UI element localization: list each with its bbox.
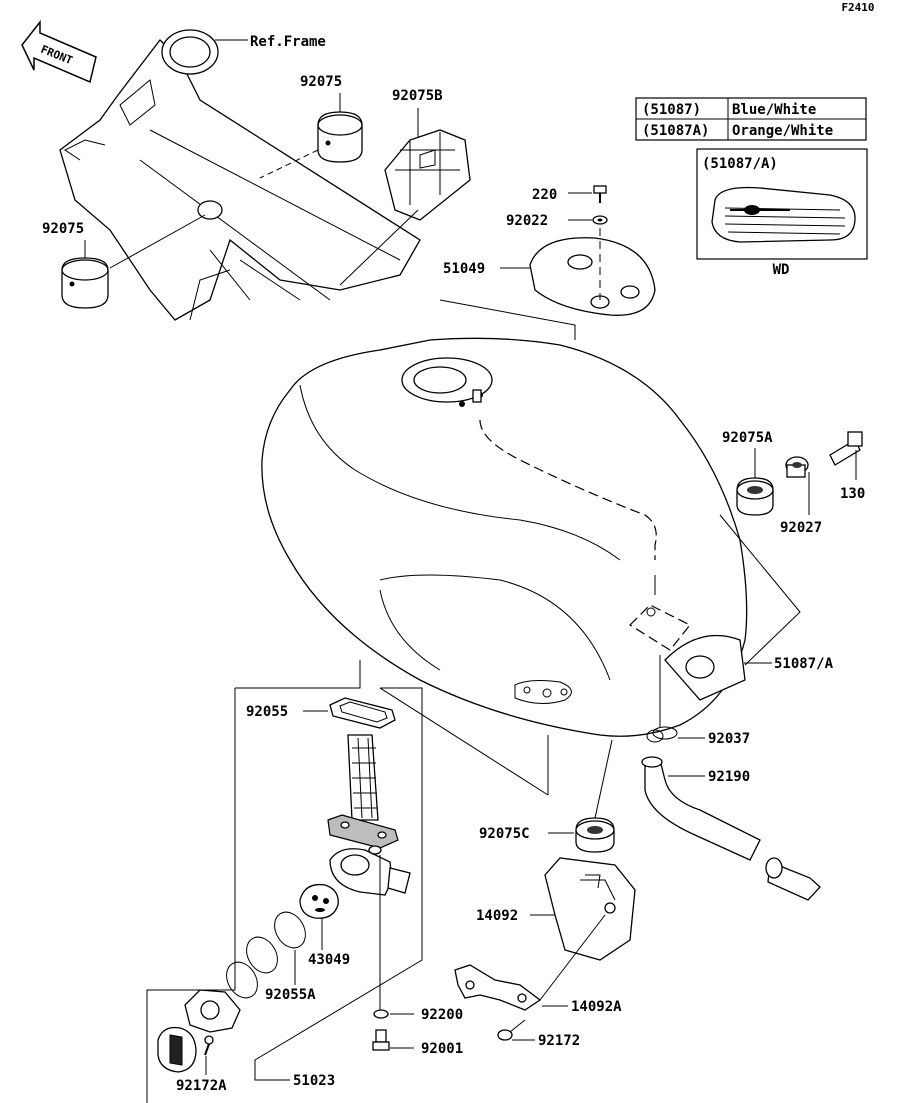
label-14092A: 14092A: [571, 999, 622, 1015]
fuel-tank: [261, 337, 748, 737]
frame-drawing: [59, 29, 421, 321]
label-92037: 92037: [708, 731, 750, 747]
label-92075-top: 92075: [300, 74, 342, 90]
label-92001: 92001: [421, 1041, 463, 1057]
label-92075-left: 92075: [42, 221, 84, 237]
color-table-code-1: (51087): [642, 102, 701, 118]
label-92172: 92172: [538, 1033, 580, 1049]
label-ref-frame: Ref.Frame: [250, 34, 326, 50]
label-51049: 51049: [443, 261, 485, 277]
color-table-color-2: Orange/White: [732, 123, 833, 139]
washer-92022: [592, 215, 608, 225]
washer-92200: [373, 1009, 389, 1019]
fuel-petcock-strainer: [327, 734, 411, 896]
hose-92190: [641, 756, 821, 901]
label-43049: 43049: [308, 952, 350, 968]
emblem-51087A: [664, 634, 746, 701]
inset-title: (51087/A): [702, 156, 778, 172]
gasket-92055: [329, 697, 396, 729]
label-92075C: 92075C: [479, 826, 530, 842]
o-ring: [274, 911, 306, 949]
bolt-220: [593, 185, 607, 203]
rubber-92075-left: [61, 257, 109, 309]
bracket-14092A: [454, 964, 542, 1011]
diagram-code: F2410: [841, 1, 874, 14]
inset-box: (51087/A) WD: [696, 148, 868, 278]
cover-92075B: [384, 129, 471, 221]
label-92200: 92200: [421, 1007, 463, 1023]
diaphragm-43049: [299, 883, 339, 919]
screw-92001: [372, 1029, 390, 1051]
collar-92027: [785, 456, 809, 478]
front-arrow-icon: FRONT: [21, 19, 97, 84]
lever-plate: [184, 989, 241, 1033]
color-table-color-1: Blue/White: [732, 102, 816, 118]
bolt-130: [829, 431, 863, 466]
group-bracket-top: [235, 660, 361, 689]
label-130: 130: [840, 486, 865, 502]
label-14092: 14092: [476, 908, 518, 924]
label-92055: 92055: [246, 704, 288, 720]
rubber-92075A: [736, 477, 774, 516]
label-92055A: 92055A: [265, 987, 316, 1003]
cover-14092: [544, 857, 636, 961]
ring-92055A: [226, 936, 278, 999]
label-51087A: 51087/A: [774, 656, 834, 672]
color-table: (51087) Blue/White (51087A) Orange/White: [635, 97, 867, 141]
clamp-92037: [646, 726, 678, 743]
label-92190: 92190: [708, 769, 750, 785]
label-220: 220: [532, 187, 557, 203]
label-92027: 92027: [780, 520, 822, 536]
fuel-lever-knob: [157, 1026, 197, 1073]
screw-92172A: [204, 1035, 214, 1056]
inset-caption: WD: [773, 262, 790, 278]
cover-plate-51049: [529, 237, 656, 316]
screw-92172: [497, 1019, 526, 1041]
label-92172A: 92172A: [176, 1078, 227, 1094]
group-bracket-left: [146, 688, 236, 1103]
group-bracket-right: [254, 687, 423, 1081]
label-92075B: 92075B: [392, 88, 443, 104]
label-51023: 51023: [293, 1073, 335, 1089]
rubber-92075-top: [317, 111, 363, 163]
label-92075A: 92075A: [722, 430, 773, 446]
label-92022: 92022: [506, 213, 548, 229]
rubber-92075C: [575, 817, 615, 853]
color-table-code-2: (51087A): [642, 123, 709, 139]
